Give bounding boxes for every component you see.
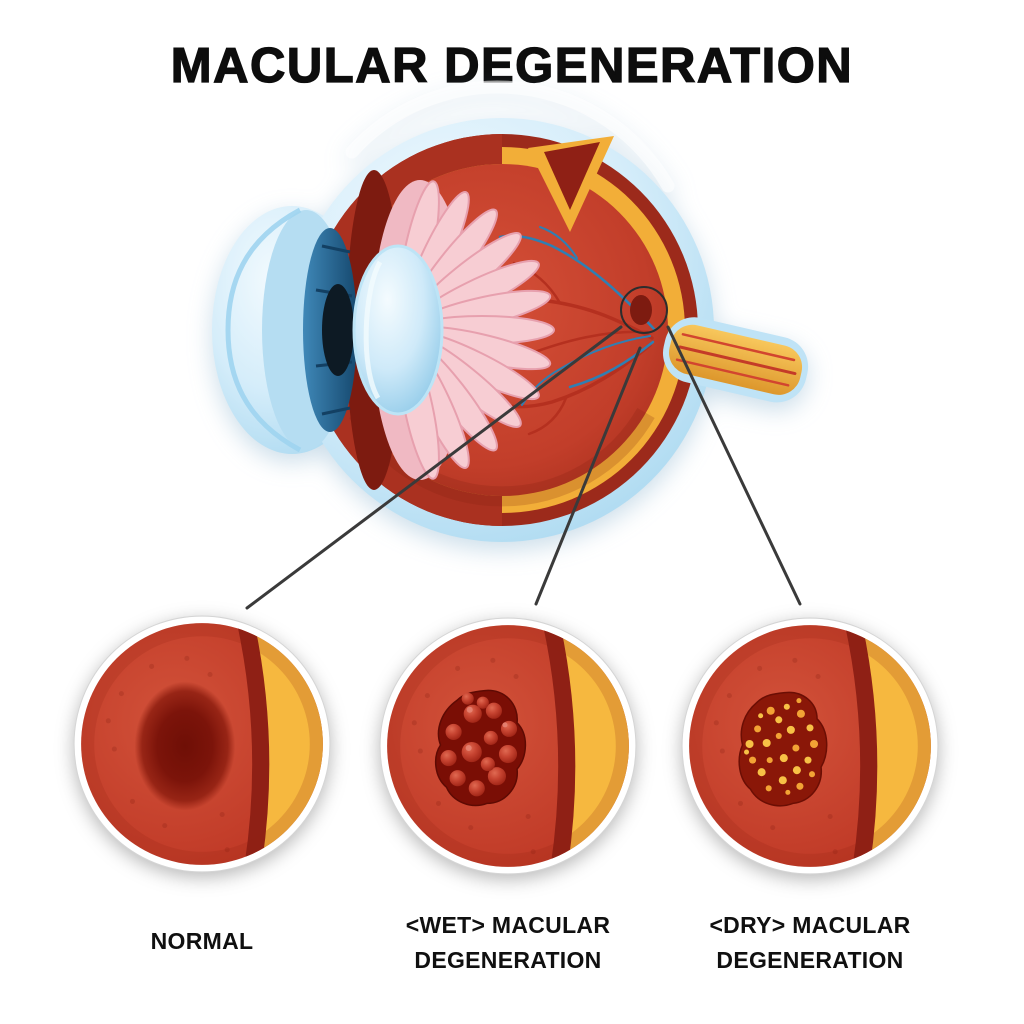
pupil bbox=[322, 284, 354, 376]
notch-dark-red bbox=[544, 142, 600, 210]
fundus-speckles bbox=[105, 655, 230, 853]
detail-circle-normal bbox=[73, 615, 331, 873]
macula-annotation-circle bbox=[620, 286, 668, 334]
choroid-band bbox=[842, 625, 878, 867]
macula-spot bbox=[630, 295, 652, 325]
choroid-band bbox=[234, 623, 270, 865]
pointer-line-normal bbox=[245, 325, 623, 610]
fundus-speckles bbox=[713, 657, 838, 855]
eyeball bbox=[212, 80, 809, 542]
macula-normal bbox=[134, 681, 236, 811]
panel-label-dry: <DRY> MACULAR DEGENERATION bbox=[668, 908, 952, 977]
shell-highlight bbox=[345, 80, 675, 193]
pointer-line-wet bbox=[534, 346, 642, 606]
panel-label-wet-line1: <WET> MACULAR bbox=[405, 912, 611, 938]
vignette bbox=[387, 625, 629, 867]
lens-highlight bbox=[363, 260, 383, 400]
vignette bbox=[81, 623, 323, 865]
fundus-speckles bbox=[411, 657, 536, 855]
panel-label-dry-line1: <DRY> MACULAR bbox=[709, 912, 911, 938]
macula-wet-lesion bbox=[434, 689, 527, 807]
detail-circle-dry bbox=[681, 617, 939, 875]
detail-circle-wet bbox=[379, 617, 637, 875]
pointer-lines bbox=[245, 325, 802, 610]
panel-label-dry-line2: DEGENERATION bbox=[716, 946, 904, 973]
panel-label-normal-line1: NORMAL bbox=[150, 928, 254, 954]
lens bbox=[352, 244, 444, 416]
drusen-deposits bbox=[744, 698, 819, 795]
cornea-outline bbox=[225, 207, 302, 453]
choroid-band bbox=[540, 625, 576, 867]
panel-label-wet-line2: DEGENERATION bbox=[414, 946, 602, 973]
panel-label-normal: NORMAL bbox=[72, 924, 332, 959]
optic-nerve bbox=[662, 317, 809, 403]
pointer-line-dry bbox=[666, 325, 802, 606]
macula-dry-lesion bbox=[738, 691, 828, 807]
panel-label-wet: <WET> MACULAR DEGENERATION bbox=[366, 908, 650, 977]
vignette bbox=[689, 625, 931, 867]
blood-pockets bbox=[440, 692, 518, 797]
lesion-highlights bbox=[465, 706, 508, 752]
